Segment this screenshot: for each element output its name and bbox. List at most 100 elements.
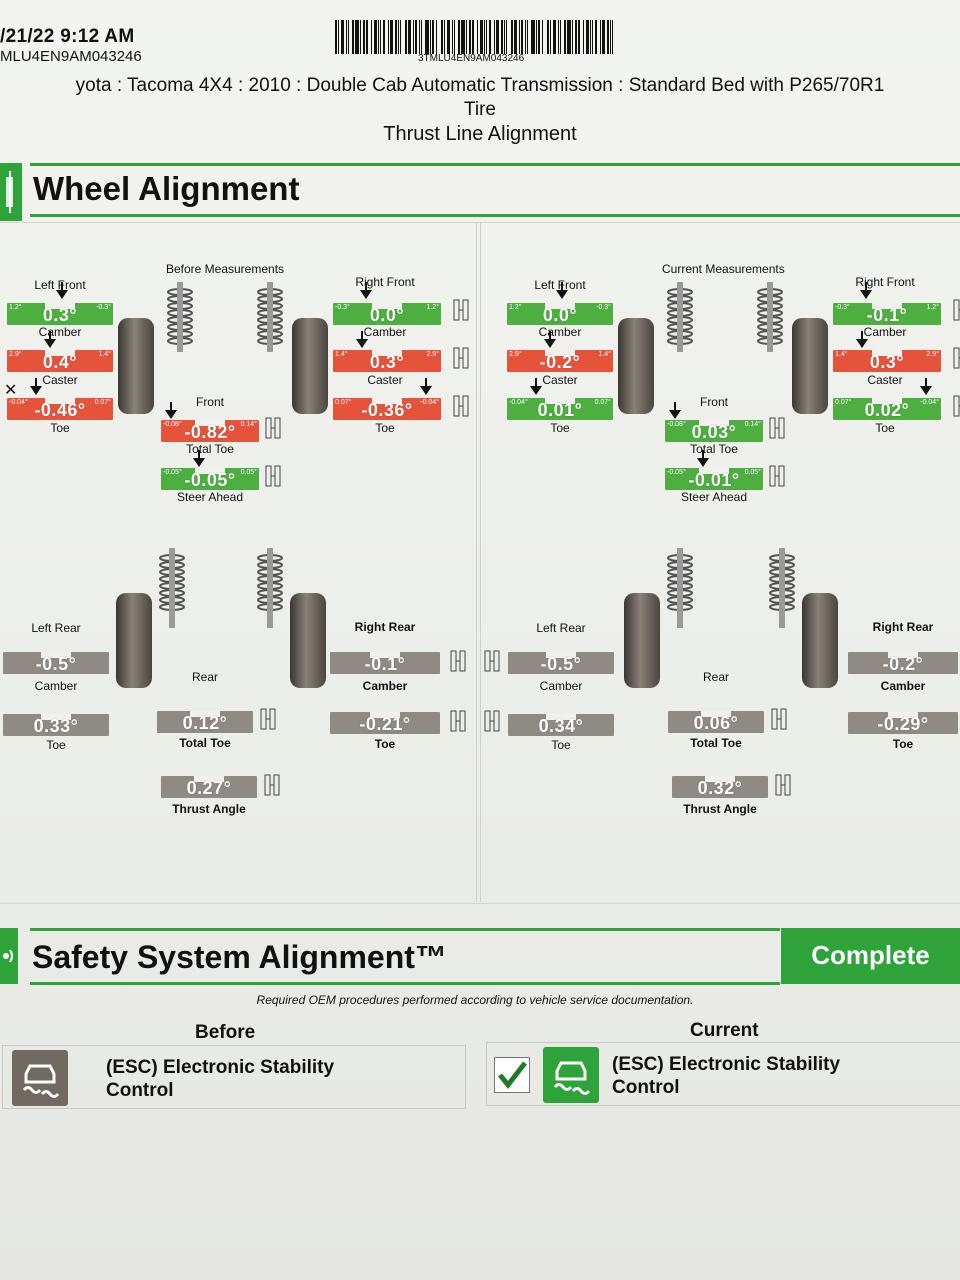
current-rf-caster-label: Caster <box>867 373 903 387</box>
before-front-total-toe-gauge: -0.08°0.14°-0.82° <box>161 420 259 442</box>
before-lf-caster-label: Caster <box>42 373 78 387</box>
current-lf-toe-arrow <box>530 378 542 395</box>
before-lf-camber-arrow <box>56 282 68 299</box>
current-lf-toe-gauge-value: 0.01° <box>537 400 583 420</box>
gauge-notch <box>888 712 918 718</box>
current-steer-ahead-label: Steer Ahead <box>680 490 748 504</box>
wheel-alignment-title: Wheel Alignment <box>33 170 300 207</box>
before-right-front-strut <box>257 282 283 352</box>
wheel-alignment-tab <box>0 163 22 221</box>
current-front-total-toe-gauge: -0.08°0.14°0.03° <box>665 420 763 442</box>
current-toe-mini-icon <box>953 395 960 417</box>
before-rf-camber-arrow <box>360 282 372 299</box>
before-right-rear-label: Right Rear <box>354 620 416 634</box>
current-right-rear-strut <box>769 548 795 628</box>
current-left-rear-label: Left Rear <box>536 621 586 635</box>
current-thrust-angle-mini-icon <box>775 774 791 796</box>
current-rr-camber-gauge: -0.2° <box>848 652 958 674</box>
current-total-toe-arrow <box>669 402 681 419</box>
gauge-notch <box>370 712 400 718</box>
before-front-total-toe-label: Total Toe <box>186 442 234 456</box>
before-rr-camber-gauge-value: -0.1° <box>364 654 406 674</box>
current-rear-label: Rear <box>702 670 729 684</box>
before-lr-camber-gauge: -0.5° <box>3 652 109 674</box>
gauge-notch <box>701 711 731 717</box>
before-thrust-angle-mini-icon <box>264 774 280 796</box>
current-lr-camber-gauge-value: -0.5° <box>540 654 582 674</box>
gauge-notch <box>45 398 75 404</box>
before-lf-toe-gauge-min: -0.04° <box>9 399 28 406</box>
current-caster-mini-icon <box>953 347 960 369</box>
safety-status-badge: Complete <box>781 928 960 984</box>
before-lf-toe-gauge-max: 0.07° <box>94 399 111 406</box>
current-lf-camber-arrow <box>556 282 568 299</box>
before-lr-toe-label: Toe <box>46 738 66 752</box>
section-bottom-rule <box>30 214 960 217</box>
before-left-front-wheel <box>118 318 154 414</box>
before-thrust-angle-gauge: 0.27° <box>161 776 257 798</box>
before-lr-camber-gauge-value: -0.5° <box>35 654 77 674</box>
current-rr-toe-gauge: -0.29° <box>848 712 958 734</box>
before-left-front-label: Left Front <box>34 278 86 292</box>
before-steer-ahead-gauge-value: -0.05° <box>184 470 236 490</box>
current-left-front-wheel <box>618 318 654 414</box>
current-rf-caster-gauge-min: 1.4° <box>835 351 848 358</box>
current-rf-caster-gauge-max: 2.9° <box>926 351 939 358</box>
vehicle-description: yota : Tacoma 4X4 : 2010 : Double Cab Au… <box>0 74 960 122</box>
vehicle-line-1: yota : Tacoma 4X4 : 2010 : Double Cab Au… <box>75 75 885 96</box>
before-rf-caster-gauge-min: 1.4° <box>335 351 348 358</box>
gauge-notch <box>372 398 402 404</box>
current-front-total-toe-label: Total Toe <box>690 442 738 456</box>
before-lf-camber-gauge-max: -0.3° <box>96 304 111 311</box>
current-rf-camber-gauge-value: -0.1° <box>866 305 908 325</box>
before-steer-ahead-gauge: -0.05°0.05°-0.05° <box>161 468 259 490</box>
current-thrust-angle-gauge: 0.32° <box>672 776 768 798</box>
gauge-notch <box>195 420 225 426</box>
current-lf-caster-arrow <box>544 331 556 348</box>
safety-tab <box>0 928 18 984</box>
before-rf-caster-label: Caster <box>367 373 403 387</box>
current-steer-ahead-gauge-max: 0.05° <box>744 469 761 476</box>
safety-top-rule <box>30 928 780 931</box>
before-rf-caster-gauge-max: 2.9° <box>426 351 439 358</box>
radar-icon <box>3 949 13 963</box>
current-steer-ahead-gauge-min: -0.05° <box>667 469 686 476</box>
current-lr-toe-gauge: 0.34° <box>508 714 614 736</box>
gauge-notch <box>545 303 575 309</box>
before-rear-total-toe-gauge: 0.12° <box>157 711 253 733</box>
before-rf-toe-gauge: 0.07°-0.04°-0.36° <box>333 398 441 420</box>
gauge-notch <box>546 714 576 720</box>
before-left-rear-label: Left Rear <box>31 621 81 635</box>
current-rr-camber-label: Camber <box>880 679 926 693</box>
current-steer-ahead-mini-icon <box>769 465 785 487</box>
panel-divider <box>476 222 477 902</box>
current-rf-caster-gauge: 1.4°2.9°0.3° <box>833 350 941 372</box>
current-rf-toe-arrow <box>920 378 932 395</box>
current-lr-camber-mini-icon <box>484 650 500 672</box>
barcode-caption: 3TMLU4EN9AM043246 <box>418 53 525 64</box>
status-text: Complete <box>811 940 930 970</box>
current-right-front-strut <box>757 282 783 352</box>
esc-checkbox[interactable] <box>494 1057 530 1093</box>
current-lf-camber-gauge-value: 0.0° <box>542 305 578 325</box>
before-lf-camber-gauge: 1.2°-0.3°0.3° <box>7 303 113 325</box>
before-lr-camber-label: Camber <box>34 679 78 693</box>
before-rf-camber-gauge: -0.3°1.2°0.0° <box>333 303 441 325</box>
before-thrust-angle-gauge-value: 0.27° <box>186 778 232 798</box>
current-rr-camber-gauge-value: -0.2° <box>882 654 924 674</box>
current-lf-camber-gauge-min: 1.2° <box>509 304 522 311</box>
before-rf-toe-label: Toe <box>375 421 395 435</box>
before-heading: Before Measurements <box>165 262 285 276</box>
before-steer-ahead-gauge-max: 0.05° <box>240 469 257 476</box>
gauge-notch <box>45 303 75 309</box>
current-front-total-toe-gauge-value: 0.03° <box>691 422 737 442</box>
current-rr-toe-label: Toe <box>892 737 914 751</box>
before-lf-camber-gauge-min: 1.2° <box>9 304 22 311</box>
before-steer-ahead-mini-icon <box>265 465 281 487</box>
gauge-notch <box>872 398 902 404</box>
current-camber-mini-icon <box>953 299 960 321</box>
before-esc-line-2: Control <box>106 1080 174 1101</box>
before-steer-ahead-arrow <box>193 450 205 467</box>
gauge-notch <box>888 652 918 658</box>
before-lr-toe-gauge: 0.33° <box>3 714 109 736</box>
